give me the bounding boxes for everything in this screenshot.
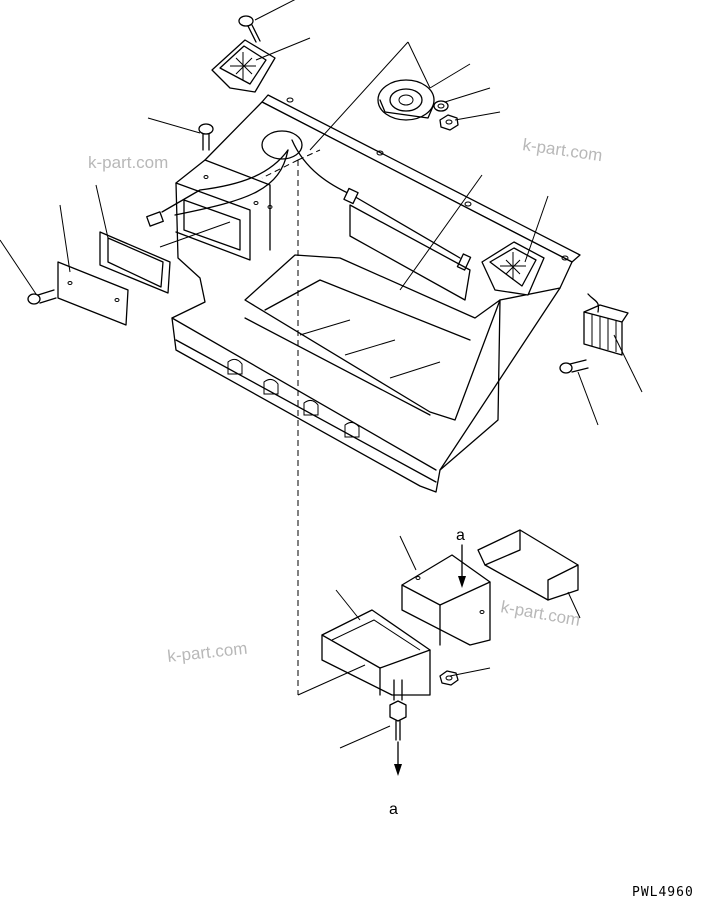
bracket-long: [477, 529, 579, 601]
screw-right: [559, 359, 589, 374]
gasket-plate: [99, 231, 171, 294]
bracket-box-upper: [401, 554, 491, 646]
nut-lower: [439, 670, 459, 686]
leader-lines: [0, 0, 643, 749]
screw-left: [27, 289, 57, 305]
resistor-unit: [583, 293, 629, 356]
nut-part: [439, 114, 459, 131]
speaker-right: [481, 241, 545, 296]
watermark-text: k-part.com: [166, 639, 248, 666]
washer-part: [433, 100, 449, 112]
hidden-line: [261, 149, 321, 695]
drawing-code: PWL4960: [632, 885, 694, 900]
watermark-text: k-part.com: [499, 597, 581, 630]
watermark-text: k-part.com: [521, 135, 603, 165]
overhead-console: [146, 94, 581, 493]
bracket-box-lower: [321, 609, 431, 696]
speaker-unit: [377, 79, 435, 121]
screw-top: [238, 15, 261, 43]
bolt-lower: [389, 679, 407, 741]
screw-mid: [198, 123, 214, 151]
view-arrow-top: [458, 544, 466, 588]
cover-plate: [57, 261, 129, 326]
view-label-bottom: a: [389, 801, 398, 818]
projection-line: [297, 664, 366, 696]
view-label-top: a: [456, 527, 465, 544]
watermark-text: k-part.com: [88, 153, 168, 172]
speaker-left: [211, 39, 276, 93]
view-arrow-bottom: [394, 741, 402, 776]
